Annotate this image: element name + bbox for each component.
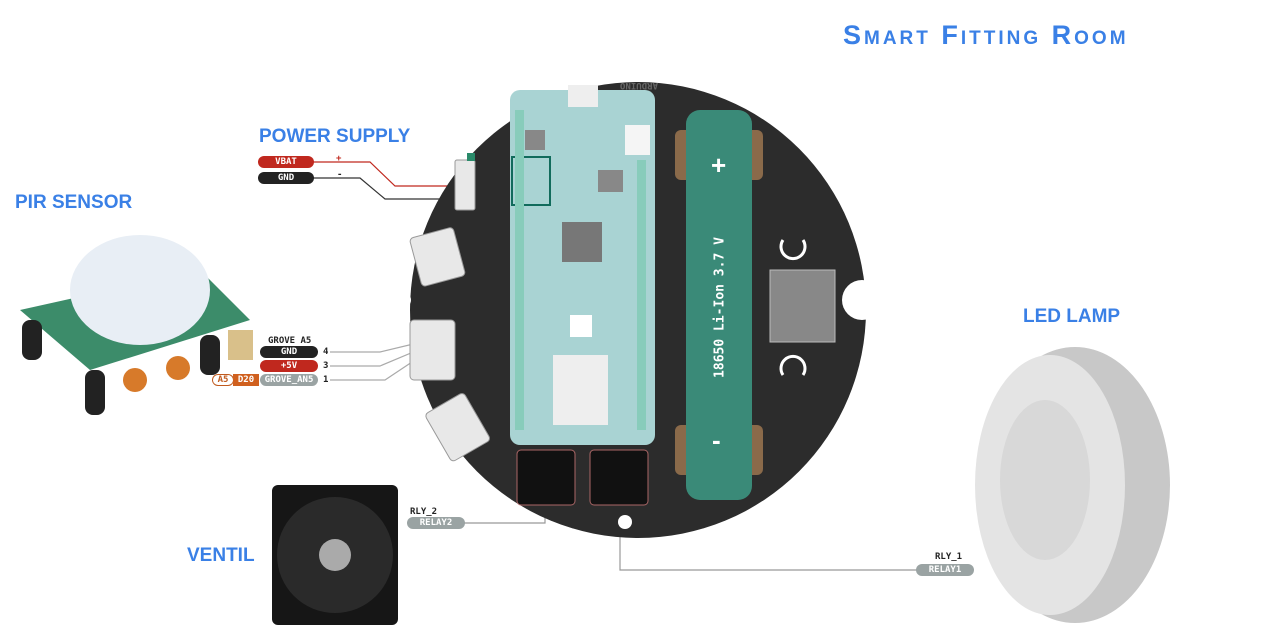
power-supply-label: POWER SUPPLY	[259, 126, 411, 147]
grove-5v-pill: +5V	[260, 360, 318, 372]
grove-an5-pill: GROVE_AN5	[260, 374, 318, 386]
relay2-name: RLY_2	[410, 507, 438, 517]
vbat-pill: VBAT	[258, 156, 314, 168]
pin-4: 4	[323, 347, 329, 357]
battery-plus: +	[711, 150, 727, 180]
arduino-brand: ARDUINO	[620, 80, 658, 90]
page-title: Smart Fitting Room	[843, 20, 1129, 50]
sd-slot	[769, 269, 836, 343]
plus-sign: +	[336, 154, 342, 164]
pir-sensor-label: PIR SENSOR	[15, 192, 133, 213]
grove-title: GROVE A5	[268, 336, 312, 346]
pin-3: 3	[323, 361, 329, 371]
pin-1: 1	[323, 375, 329, 385]
gnd-pill: GND	[258, 172, 314, 184]
battery	[675, 110, 763, 500]
led-lamp-image	[975, 347, 1170, 623]
grove-connector	[425, 393, 490, 462]
relay1-name: RLY_1	[935, 552, 963, 562]
a5-pill: A5	[212, 374, 234, 386]
grove-connector	[409, 319, 456, 381]
pir-sensor-image	[20, 235, 253, 415]
grove-connector	[409, 227, 466, 287]
d20-pill: D20	[233, 374, 259, 386]
battery-minus: -	[712, 425, 721, 455]
minus-sign: -	[337, 170, 343, 180]
battery-label: 18650 Li-Ion 3.7 V	[712, 237, 728, 378]
led-lamp-label: LED LAMP	[1023, 306, 1121, 327]
grove-gnd-pill: GND	[260, 346, 318, 358]
relay1-pill: RELAY1	[916, 564, 974, 576]
fan-image	[272, 485, 398, 625]
relay-2	[516, 449, 576, 506]
relay2-pill: RELAY2	[407, 517, 465, 529]
ventil-label: VENTIL	[187, 545, 255, 566]
relay-1	[589, 449, 649, 506]
